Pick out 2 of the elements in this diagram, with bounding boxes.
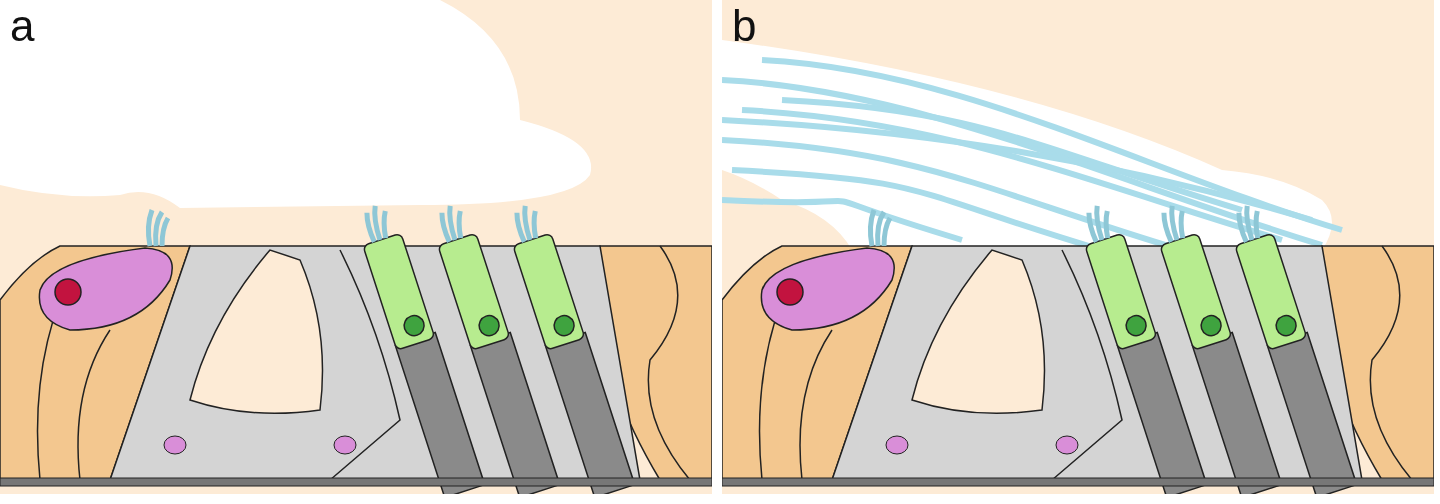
panel-letter: a (10, 2, 35, 50)
panel-letter: b (732, 2, 757, 50)
